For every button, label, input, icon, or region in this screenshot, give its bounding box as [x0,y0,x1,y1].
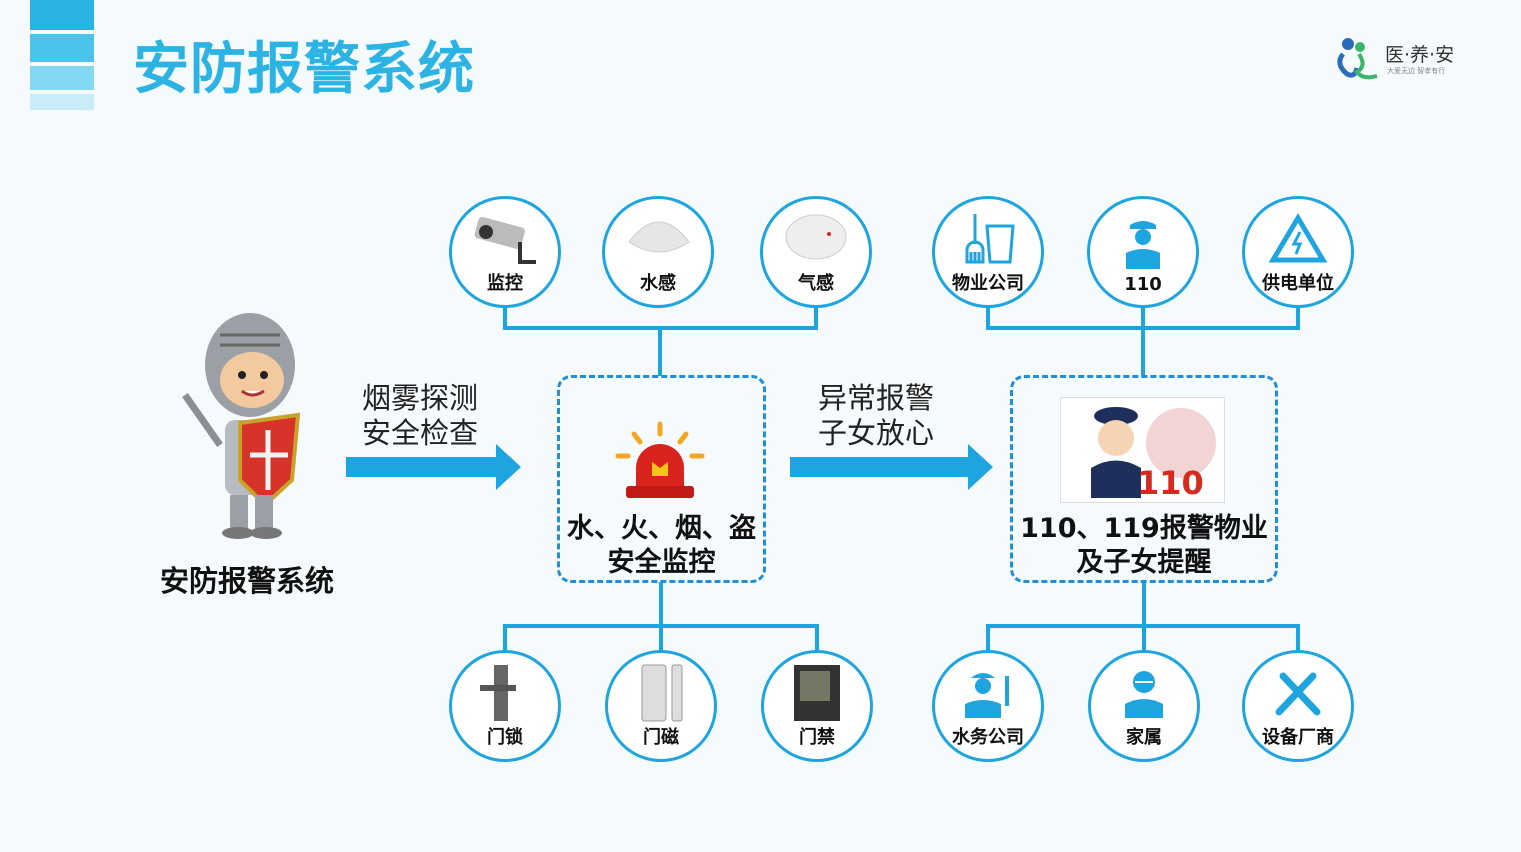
logo: 医·养·安 大爱无边 智孝有行 [1333,34,1473,82]
right-box-text: 110、119报警物业 及子女提醒 [1010,512,1278,580]
right-box-line2: 及子女提醒 [1076,547,1212,578]
node-door-sensor: 门磁 [605,650,717,762]
monitor-box [557,375,766,583]
alarm-siren-icon [615,421,705,498]
police-110-badge: 110 [1137,464,1204,502]
mascot-caption: 安防报警系统 [160,564,335,598]
node-label: 门锁 [487,727,523,748]
police-officer-icon [1091,407,1216,498]
node-label: 供电单位 [1262,273,1334,294]
node-110: 110 [1087,196,1199,308]
door-magnet-icon [641,664,683,722]
center-box-text: 水、火、烟、盗 安全监控 [557,512,766,580]
node-label: 监控 [487,273,523,294]
title-bar-4 [30,94,94,110]
arrow2-line2: 子女放心 [818,416,935,450]
center-box-line1: 水、火、烟、盗 [567,513,756,544]
node-label: 110 [1124,274,1162,295]
logo-text: 医·养·安 [1385,44,1455,66]
knight-mascot [180,305,320,540]
node-family: 家属 [1088,650,1200,762]
node-label: 水感 [640,273,676,294]
node-manufacturer: 设备厂商 [1242,650,1354,762]
node-camera: 监控 [449,196,561,308]
arrow2-line1: 异常报警 [818,381,935,415]
node-label: 家属 [1126,727,1162,748]
node-property: 物业公司 [932,196,1044,308]
camera-icon [474,216,536,264]
police-icon [1126,220,1160,269]
alert-box [1010,375,1278,583]
page-title: 安防报警系统 [133,37,475,102]
title-bar-3 [30,66,94,90]
arrow2-label: 异常报警 子女放心 [818,381,934,451]
title-bar-2 [30,34,94,62]
access-panel-icon [794,665,840,721]
logo-icon [1337,38,1378,80]
node-label: 门磁 [643,727,679,748]
arrow1-label: 烟雾探测 安全检查 [362,381,478,451]
gas-sensor-icon [785,214,847,259]
tools-icon [1275,672,1321,715]
broom-bucket-icon [965,213,1015,263]
node-label: 设备厂商 [1262,727,1334,748]
water-sensor-icon [628,221,690,252]
node-label: 门禁 [799,727,835,748]
logo-slogan: 大爱无边 智孝有行 [1387,67,1446,75]
node-water-company: 水务公司 [932,650,1044,762]
worker-icon [965,672,1009,718]
title-bar-1 [30,0,94,30]
node-label: 气感 [798,273,834,294]
police-110-image: 110 [1060,397,1225,503]
node-water-sensor: 水感 [602,196,714,308]
door-lock-icon [480,665,516,721]
arrow1-line2: 安全检查 [362,416,479,450]
arrow1-line1: 烟雾探测 [362,381,479,415]
knight-icon [182,313,301,539]
person-glasses-icon [1125,670,1163,718]
node-access-control: 门禁 [761,650,873,762]
node-label: 物业公司 [952,273,1024,294]
node-power: 供电单位 [1242,196,1354,308]
arrow-right-icon [346,444,521,490]
node-label: 水务公司 [952,727,1024,748]
arrow-right-icon [790,444,993,490]
center-box-line2: 安全监控 [607,547,716,578]
node-door-lock: 门锁 [449,650,561,762]
right-box-line1: 110、119报警物业 [1020,513,1268,544]
node-gas-sensor: 气感 [760,196,872,308]
high-voltage-icon [1268,212,1328,262]
